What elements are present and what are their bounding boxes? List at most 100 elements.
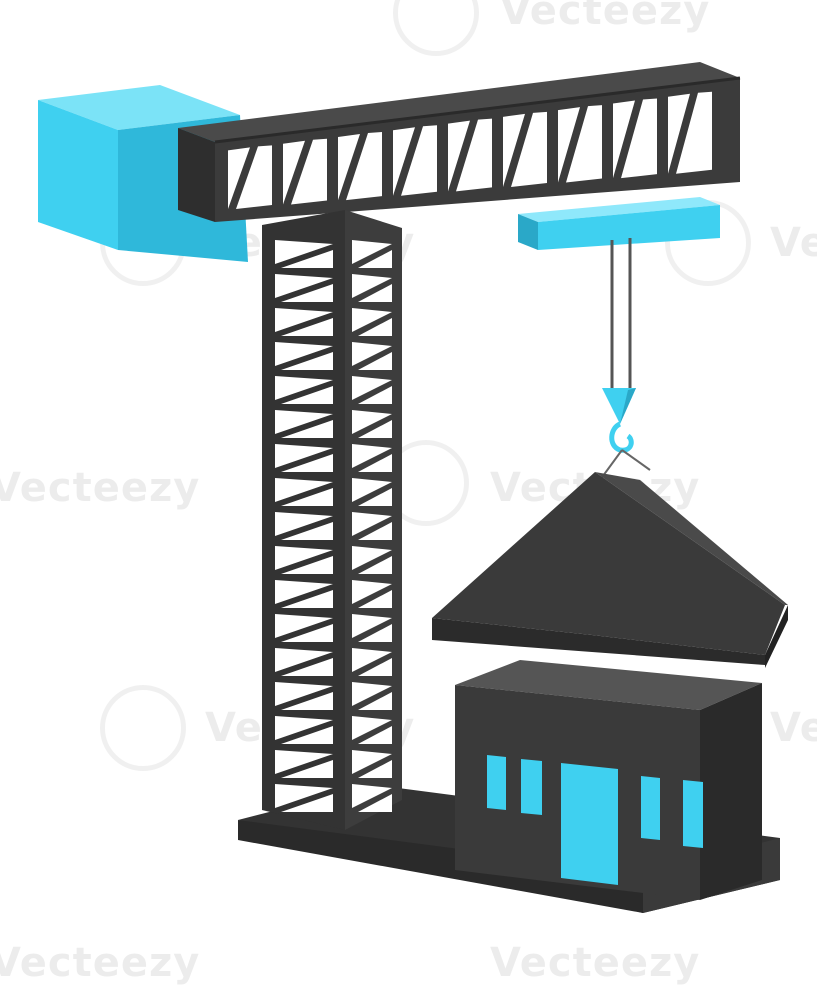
truss-opening	[283, 140, 305, 205]
hoist-cables	[610, 238, 632, 390]
truss-opening	[275, 614, 333, 638]
truss-opening	[358, 590, 392, 608]
truss-opening	[281, 352, 333, 370]
truss-opening	[352, 342, 392, 366]
truss-opening	[613, 100, 635, 179]
hook-icon	[599, 388, 651, 481]
truss-opening	[281, 386, 333, 404]
truss-opening	[352, 648, 392, 672]
truss-opening	[511, 111, 547, 187]
truss-opening	[275, 410, 333, 434]
truss-opening	[352, 274, 392, 298]
truss-opening	[358, 352, 392, 370]
truss-opening	[358, 692, 392, 710]
truss-opening	[358, 250, 392, 268]
truss-opening	[352, 512, 392, 536]
truss-opening	[275, 546, 333, 570]
truss-opening	[275, 750, 333, 774]
truss-opening	[621, 98, 657, 179]
truss-opening	[275, 580, 333, 604]
truss-opening	[275, 478, 333, 502]
truss-opening	[456, 118, 492, 192]
truss-opening	[228, 147, 250, 209]
truss-opening	[281, 794, 333, 812]
truss-opening	[281, 658, 333, 676]
truss-opening	[346, 131, 382, 201]
truss-opening	[275, 784, 333, 808]
watermark-text: Vecteezy	[490, 940, 701, 986]
truss-opening	[352, 580, 392, 604]
truss-opening	[448, 120, 470, 192]
truss-opening	[338, 133, 360, 201]
truss-opening	[352, 410, 392, 434]
truss-opening	[358, 658, 392, 676]
truss-opening	[401, 125, 437, 196]
truss-opening	[352, 546, 392, 570]
watermark-text: Vecteezy	[770, 705, 817, 751]
truss-opening	[281, 624, 333, 642]
truss-opening	[358, 488, 392, 506]
trolley-block	[518, 197, 720, 250]
watermark-logo	[100, 685, 186, 771]
truss-opening	[281, 726, 333, 744]
truss-opening	[358, 794, 392, 812]
truss-opening	[275, 716, 333, 740]
truss-opening	[358, 726, 392, 744]
truss-opening	[393, 127, 415, 196]
truss-opening	[281, 692, 333, 710]
truss-opening	[676, 91, 712, 174]
truss-opening	[358, 386, 392, 404]
crane-jib	[178, 62, 741, 222]
truss-opening	[275, 308, 333, 332]
truss-opening	[275, 444, 333, 468]
truss-opening	[291, 138, 327, 205]
truss-opening	[566, 105, 602, 183]
truss-opening	[352, 614, 392, 638]
truss-opening	[275, 512, 333, 536]
crane-mast	[262, 210, 402, 830]
truss-opening	[236, 145, 272, 209]
truss-opening	[281, 454, 333, 472]
truss-opening	[281, 556, 333, 574]
truss-opening	[352, 308, 392, 332]
truss-opening	[281, 250, 333, 268]
truss-opening	[358, 624, 392, 642]
truss-opening	[358, 454, 392, 472]
truss-opening	[558, 107, 580, 183]
truss-opening	[503, 113, 525, 187]
truss-opening	[281, 522, 333, 540]
truss-opening	[352, 784, 392, 808]
window-1	[487, 755, 506, 810]
truss-opening	[668, 93, 690, 174]
truss-opening	[275, 376, 333, 400]
truss-opening	[281, 318, 333, 336]
truss-opening	[358, 420, 392, 438]
truss-opening	[275, 240, 333, 264]
truss-opening	[275, 342, 333, 366]
truss-opening	[352, 240, 392, 264]
window-3	[641, 776, 660, 840]
watermark-text: Vecteezy	[0, 940, 201, 986]
watermark-text: Vecteezy	[500, 0, 711, 34]
truss-opening	[358, 522, 392, 540]
truss-opening	[358, 760, 392, 778]
truss-opening	[352, 750, 392, 774]
truss-opening	[275, 648, 333, 672]
truss-opening	[352, 376, 392, 400]
truss-opening	[352, 444, 392, 468]
truss-opening	[358, 556, 392, 574]
truss-opening	[281, 284, 333, 302]
truss-opening	[275, 682, 333, 706]
truss-opening	[281, 488, 333, 506]
watermark-text: Vecteezy	[0, 465, 201, 511]
truss-opening	[275, 274, 333, 298]
truss-opening	[358, 284, 392, 302]
truss-opening	[352, 682, 392, 706]
truss-opening	[281, 760, 333, 778]
house-door	[561, 763, 618, 885]
truss-opening	[358, 318, 392, 336]
window-4	[683, 780, 703, 848]
watermark-text: Vecteezy	[770, 220, 817, 266]
